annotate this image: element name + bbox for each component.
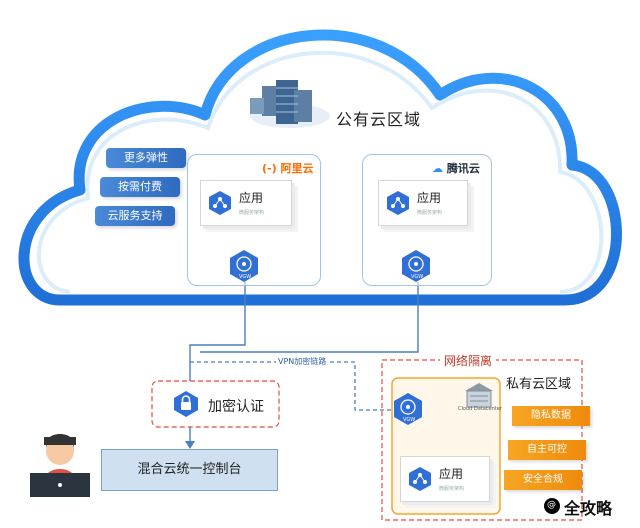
private-gateway: VGW [392, 392, 424, 426]
datacenter-icon [464, 382, 494, 412]
tencent-app-card: 应用 微服务架构 [378, 180, 468, 226]
aliyun-gateway-icon [230, 250, 258, 282]
aliyun-link [189, 282, 246, 385]
vpn-link [190, 361, 395, 411]
tencent-gateway: VGW [400, 249, 432, 283]
private-feature-privacy: 隐私数据 [512, 406, 590, 426]
tencent-app-title: 应用 [417, 191, 442, 205]
feature-cloud-support: 云服务支持 [95, 206, 175, 226]
tencent-cloud-icon: ☁ [432, 162, 443, 175]
tencent-gateway-icon [402, 250, 430, 282]
feature-elasticity: 更多弹性 [106, 148, 186, 168]
tencent-app-sub: 微服务架构 [417, 210, 443, 216]
isolation-label: 网络隔离 [440, 352, 497, 369]
tencent-logo: ☁ 腾讯云 [432, 162, 480, 175]
auth-label: 加密认证 [208, 399, 264, 415]
watermark-badge-icon: @ [544, 498, 560, 514]
aliyun-logo: (-) 阿里云 [262, 162, 314, 175]
private-app-card: 应用 微服务架构 [400, 456, 490, 502]
watermark-text: 全攻略 [564, 499, 613, 518]
hybrid-console-button[interactable]: 混合云统一控制台 [101, 449, 278, 491]
private-feature-compliance: 安全合规 [504, 470, 582, 490]
private-feature-control: 自主可控 [508, 440, 586, 460]
aliyun-app-title: 应用 [239, 191, 264, 205]
tencent-app-hex-icon [387, 191, 409, 215]
vpn-label: VPN加密链路 [276, 356, 329, 367]
aliyun-gateway: VGW [228, 249, 260, 283]
private-app-hex-icon [409, 467, 431, 491]
private-app-title: 应用 [439, 467, 464, 481]
aliyun-app-hex-icon [209, 191, 231, 215]
aliyun-app-card: 应用 微服务架构 [200, 180, 292, 226]
tencent-link [200, 282, 419, 353]
user-icon [26, 425, 94, 497]
aliyun-logo-icon: (-) [262, 162, 277, 175]
datacenter-label: Cloud Datacenter [458, 406, 502, 412]
private-gateway-icon [394, 393, 422, 425]
public-cloud-title: 公有云区域 [336, 110, 422, 129]
lock-icon [172, 390, 200, 418]
aliyun-app-sub: 微服务架构 [239, 210, 265, 216]
private-cloud-title: 私有云区域 [506, 377, 572, 392]
server-stack-icon [250, 80, 330, 128]
private-app-sub: 微服务架构 [439, 486, 465, 492]
feature-pay-as-you-go: 按需付费 [100, 177, 180, 197]
